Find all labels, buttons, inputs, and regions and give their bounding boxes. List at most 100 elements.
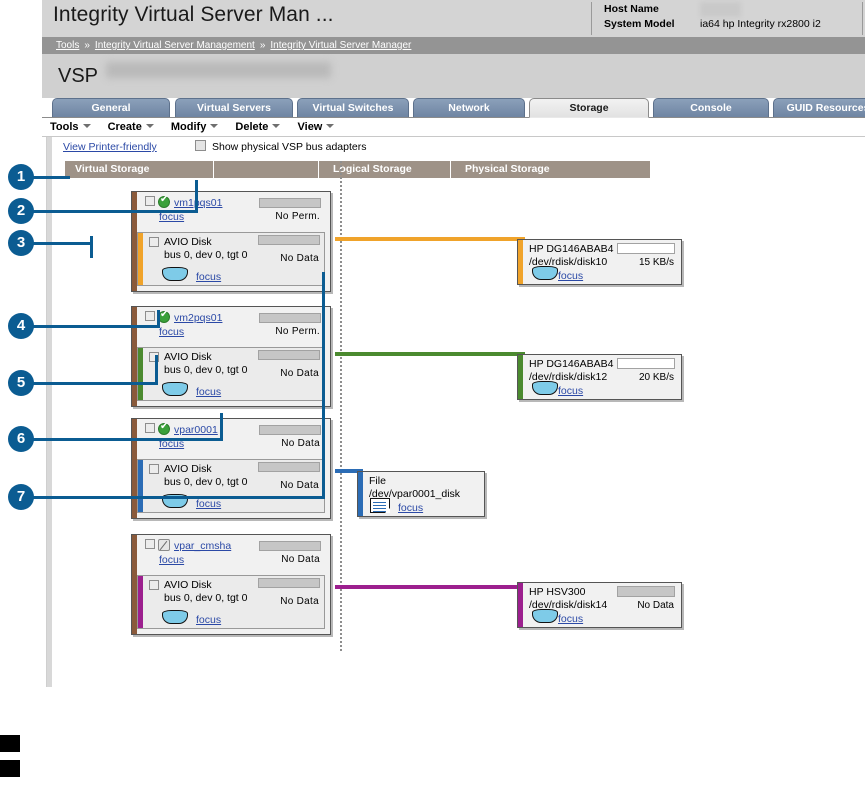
device-checkbox-4[interactable]: [149, 580, 159, 590]
device-box-3[interactable]: AVIO Disk bus 0, dev 0, tgt 0 No Data fo…: [137, 459, 325, 513]
breadcrumb-item-manager[interactable]: Integrity Virtual Server Manager: [270, 40, 412, 51]
logical-accent-3: [358, 472, 363, 516]
tab-guid-resources[interactable]: GUID Resources: [773, 98, 865, 118]
status-ok-icon: [158, 194, 170, 208]
breadcrumb-separator: »: [259, 40, 266, 51]
vm-checkbox-2[interactable]: [145, 311, 155, 321]
device-box-4[interactable]: AVIO Disk bus 0, dev 0, tgt 0 No Data fo…: [137, 575, 325, 629]
vm-box-1[interactable]: vm1pqs01 No Perm. focus AVIO Disk bus 0,…: [131, 191, 331, 292]
tab-general[interactable]: General: [52, 98, 170, 118]
column-headers: Virtual Storage Logical Storage Physical…: [65, 161, 650, 178]
vm-checkbox-1[interactable]: [145, 196, 155, 206]
device-checkbox-1[interactable]: [149, 237, 159, 247]
device-focus-link-2[interactable]: focus: [196, 386, 222, 398]
menu-tools[interactable]: Tools: [50, 118, 91, 137]
vm-name-link-3[interactable]: vpar0001: [174, 424, 218, 436]
device-accent-3: [138, 460, 143, 512]
callout-line-3-v: [90, 236, 93, 258]
menu-create-label: Create: [107, 121, 142, 133]
device-address-4: bus 0, dev 0, tgt 0: [164, 592, 248, 604]
logical-kind-3: File: [369, 475, 386, 487]
vm-focus-link-1[interactable]: focus: [159, 211, 185, 223]
tab-virtual-switches[interactable]: Virtual Switches: [297, 98, 409, 118]
vm-status-bar-1: [259, 198, 321, 208]
breadcrumb-item-tools[interactable]: Tools: [56, 40, 80, 51]
vm-status-label-4: No Data: [281, 554, 320, 565]
connector-row-3: [335, 469, 363, 473]
callout-line-2-v: [195, 180, 198, 213]
connector-row-1: [335, 237, 525, 241]
tab-network[interactable]: Network: [413, 98, 525, 118]
vm-accent-3: [132, 419, 137, 518]
vm-name-link-4[interactable]: vpar_cmsha: [174, 540, 232, 552]
vm-focus-link-2[interactable]: focus: [159, 326, 185, 338]
physical-box-4[interactable]: HP HSV300 /dev/rdisk/disk14 No Data focu…: [517, 582, 682, 628]
header-divider: [450, 161, 451, 178]
physical-focus-link-1[interactable]: focus: [558, 270, 584, 282]
physical-focus-link-4[interactable]: focus: [558, 613, 584, 625]
logical-box-3[interactable]: File /dev/vpar0001_disk focus: [357, 471, 485, 517]
menu-view[interactable]: View: [298, 118, 335, 137]
tab-bar: General Virtual Servers Virtual Switches…: [42, 98, 865, 118]
callout-3: 3: [8, 230, 34, 256]
host-name-label: Host Name: [604, 3, 659, 15]
callout-line-4: [20, 325, 160, 328]
physical-bar-4: [617, 586, 675, 597]
vm-focus-link-3[interactable]: focus: [159, 438, 185, 450]
disk-icon: [162, 382, 188, 397]
menu-view-label: View: [297, 121, 323, 133]
header-divider: [318, 161, 319, 178]
tab-virtual-servers[interactable]: Virtual Servers: [175, 98, 293, 118]
vm-checkbox-3[interactable]: [145, 423, 155, 433]
show-adapters-checkbox[interactable]: [195, 140, 206, 151]
device-focus-link-3[interactable]: focus: [196, 498, 222, 510]
vm-accent-1: [132, 192, 137, 291]
device-box-2[interactable]: AVIO Disk bus 0, dev 0, tgt 0 No Data fo…: [137, 347, 325, 401]
device-accent-2: [138, 348, 143, 400]
vm-group-3: vpar0001 No Data focus AVIO Disk bus 0, …: [131, 418, 331, 519]
device-title-3: AVIO Disk: [164, 463, 212, 475]
tab-storage[interactable]: Storage: [529, 98, 649, 118]
vm-status-label-3: No Data: [281, 438, 320, 449]
device-checkbox-2[interactable]: [149, 352, 159, 362]
physical-focus-link-2[interactable]: focus: [558, 385, 584, 397]
device-address-1: bus 0, dev 0, tgt 0: [164, 249, 248, 261]
menu-delete[interactable]: Delete: [235, 118, 281, 137]
page-title: Integrity Virtual Server Man ...: [53, 3, 334, 26]
menu-bar: Tools Create Modify Delete View: [42, 118, 865, 137]
physical-box-1[interactable]: HP DG146ABAB4 /dev/rdisk/disk10 15 KB/s …: [517, 239, 682, 285]
options-row: View Printer-friendly: [63, 141, 157, 157]
system-model-value: ia64 hp Integrity rx2800 i2: [700, 18, 821, 30]
device-status-label-3: No Data: [280, 480, 319, 491]
vm-box-3[interactable]: vpar0001 No Data focus AVIO Disk bus 0, …: [131, 418, 331, 519]
status-ok-icon: [158, 421, 170, 435]
vm-box-2[interactable]: vm2pqs01 No Perm. focus AVIO Disk bus 0,…: [131, 306, 331, 407]
logical-focus-link-3[interactable]: focus: [398, 502, 424, 514]
device-status-label-4: No Data: [280, 596, 319, 607]
disk-icon: [532, 266, 558, 281]
vm-name-link-2[interactable]: vm2pqs01: [174, 312, 223, 324]
physical-bar-label-4: No Data: [637, 600, 674, 611]
callout-1: 1: [8, 164, 34, 190]
device-focus-link-1[interactable]: focus: [196, 271, 222, 283]
device-focus-link-4[interactable]: focus: [196, 614, 222, 626]
physical-box-2[interactable]: HP DG146ABAB4 /dev/rdisk/disk12 20 KB/s …: [517, 354, 682, 400]
callout-7: 7: [8, 484, 34, 510]
breadcrumb-item-management[interactable]: Integrity Virtual Server Management: [94, 40, 255, 51]
callout-4: 4: [8, 313, 34, 339]
device-status-bar-1: [258, 235, 320, 245]
disk-icon: [532, 609, 558, 624]
menu-create[interactable]: Create: [108, 118, 154, 137]
device-status-bar-4: [258, 578, 320, 588]
vm-focus-link-4[interactable]: focus: [159, 554, 185, 566]
view-printer-friendly-link[interactable]: View Printer-friendly: [63, 141, 157, 153]
vm-name-link-1[interactable]: vm1pqs01: [174, 197, 223, 209]
vm-box-4[interactable]: vpar_cmsha No Data focus AVIO Disk bus 0…: [131, 534, 331, 635]
menu-tools-label: Tools: [50, 121, 79, 133]
menu-modify[interactable]: Modify: [171, 118, 219, 137]
device-status-label-2: No Data: [280, 368, 319, 379]
vm-checkbox-4[interactable]: [145, 539, 155, 549]
tab-console[interactable]: Console: [653, 98, 769, 118]
device-box-1[interactable]: AVIO Disk bus 0, dev 0, tgt 0 No Data fo…: [137, 232, 325, 286]
device-checkbox-3[interactable]: [149, 464, 159, 474]
